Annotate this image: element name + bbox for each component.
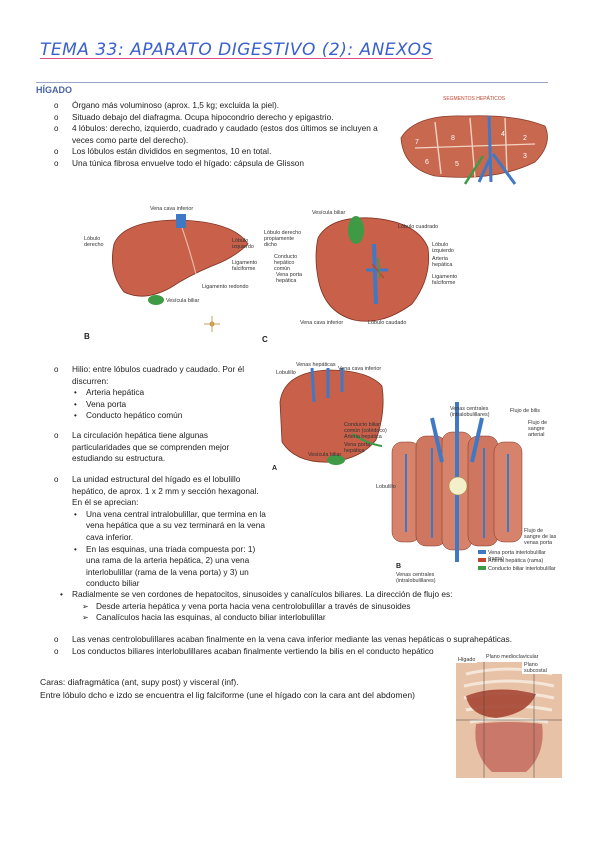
label-vesicula-biliar: Vesícula biliar (308, 452, 342, 458)
divider (36, 82, 548, 83)
circulation-list: La circulación hepática tiene algunas pa… (54, 430, 264, 465)
abdomen-figure: Hígado Plano medioclavicular Plano subco… (456, 654, 562, 778)
list-item: Las venas centrolobulillares acaban fina… (54, 634, 574, 646)
label-lobulo-derecho: Lóbulo derecho (84, 236, 104, 248)
legend-porta: Vena porta interlobulillar (rama) (488, 550, 546, 562)
list-item: Conducto hepático común (72, 410, 264, 422)
list-item: En las esquinas, una triada compuesta po… (72, 544, 270, 590)
figure-letter: B (84, 332, 90, 341)
label-conducto-hepatico: Conducto hepático común (274, 254, 298, 272)
list-item: 4 lóbulos: derecho, izquierdo, cuadrado … (54, 123, 394, 146)
segments-illustration: 7 8 6 5 4 2 3 (400, 115, 548, 185)
figure-letter: B (396, 563, 401, 570)
label-vesicula-biliar: Vesícula biliar (312, 210, 346, 216)
lobule-list: La unidad estructural del hígado es el l… (54, 474, 270, 590)
label-lobulo-izquierdo: Lóbulo izquierdo (232, 238, 254, 250)
label-ligamento-redondo: Ligamento redondo (202, 284, 249, 290)
label-colédoco: Conducto biliar común (colédoco) (344, 422, 387, 434)
svg-text:4: 4 (501, 131, 505, 138)
abdomen-illustration (456, 662, 562, 778)
lobule-illustration: A B (272, 367, 523, 570)
label-venas-centrales: Venas centrales (intralobulillares) (450, 406, 490, 418)
legend-arteria: Arteria hepática (rama) (488, 558, 544, 564)
label-plano-subcostal: Plano subcostal (522, 662, 562, 674)
label-lobulo-izquierdo: Lóbulo izquierdo (432, 242, 454, 254)
label-vena-cava: Vena cava inferior (150, 206, 194, 212)
hilio-list: Hilio: entre lóbulos cuadrado y caudado.… (54, 364, 264, 422)
figure-title: SEGMENTOS HEPÁTICOS (443, 96, 506, 102)
label-vena-cava: Vena cava inferior (300, 320, 344, 326)
label-ligamento-falciforme: Ligamento falciforme (232, 260, 258, 272)
list-item: Arteria hepática (72, 387, 264, 399)
svg-text:8: 8 (451, 135, 455, 142)
faces-note: Caras: diafragmática (ant, supy post) y … (40, 676, 445, 702)
list-item: Los conductos biliares interlobulillares… (54, 646, 574, 658)
list-item: Situado debajo del diafragma. Ocupa hipo… (54, 112, 394, 124)
falciforme-line: Entre lóbulo dcho e izdo se encuentra el… (40, 690, 416, 700)
label-lobulillo: Lobulillo (276, 370, 296, 376)
liver-visceral-figure: C Vesícula biliar Lóbulo cuadrado Lóbulo… (262, 208, 462, 348)
section-heading: HÍGADO (36, 85, 72, 95)
svg-text:5: 5 (455, 161, 459, 168)
label-lobulo-cuadrado: Lóbulo cuadrado (398, 224, 439, 230)
label-higado: Hígado (456, 657, 478, 663)
figure-letter: C (262, 335, 268, 344)
label-lobulillo: Lobulillo (376, 484, 396, 490)
label-ligamento-falciforme: Ligamento falciforme (432, 274, 458, 286)
label-vena-porta: Vena porta hepática (276, 272, 303, 284)
list-item: Vena porta (72, 399, 264, 411)
list-item: Canalículos hacia las esquinas, al condu… (82, 612, 538, 624)
label-flujo-porta: Flujo de sangre de las venas porta (524, 528, 557, 546)
lobule-figure: A B Venas hepáticas Lobulillo Vena cava … (272, 362, 562, 584)
legend-conducto: Conducto biliar interlobulillar (488, 566, 556, 572)
label-plano-medioclavicular: Plano medioclavicular (484, 654, 541, 660)
label-vena-porta: Vena porta hepática (344, 442, 371, 454)
liver-anterior-figure: B Vena cava inferior Lóbulo derecho Lóbu… (84, 204, 260, 344)
label-vena-cava: Vena cava inferior (338, 366, 382, 372)
list-item: La unidad estructural del hígado es el l… (54, 474, 270, 590)
svg-text:6: 6 (425, 159, 429, 166)
svg-text:2: 2 (523, 135, 527, 142)
segments-figure: SEGMENTOS HEPÁTICOS 7 8 6 5 4 2 3 (395, 96, 555, 188)
list-item: Los lóbulos están divididos en segmentos… (54, 146, 394, 158)
label-lobulo-derecho: Lóbulo derecho propiamente dicho (264, 230, 302, 248)
final-list: Las venas centrolobulillares acaban fina… (54, 634, 574, 657)
svg-text:7: 7 (415, 139, 419, 146)
intro-list: Órgano más voluminoso (aprox. 1,5 kg; ex… (54, 100, 394, 170)
label-arteria-hepatica: Arteria hepática (344, 434, 382, 440)
liver-visceral-illustration: C (262, 216, 430, 344)
list-item: Órgano más voluminoso (aprox. 1,5 kg; ex… (54, 100, 394, 112)
label-flujo-sangre-arterial: Flujo de sangre arterial (528, 420, 548, 438)
faces-line: Caras: diafragmática (ant, supy post) y … (40, 677, 239, 687)
list-item: Radialmente se ven cordones de hepatocit… (58, 589, 538, 624)
flow-list: Radialmente se ven cordones de hepatocit… (58, 589, 538, 624)
label-venas-hepaticas: Venas hepáticas (296, 362, 336, 368)
page-title: TEMA 33: APARATO DIGESTIVO (2): ANEXOS (40, 40, 433, 60)
list-item: Una túnica fibrosa envuelve todo el híga… (54, 158, 394, 170)
svg-text:3: 3 (523, 153, 527, 160)
liver-anterior-illustration: B (84, 214, 249, 341)
label-venas-centrales: Venas centrales (intralobulillares) (396, 572, 436, 584)
list-item: La circulación hepática tiene algunas pa… (54, 430, 264, 465)
list-item: Hilio: entre lóbulos cuadrado y caudado.… (54, 364, 264, 422)
label-lobulo-caudado: Lóbulo caudado (368, 320, 407, 326)
label-vesicula-biliar: Vesícula biliar (166, 298, 200, 304)
list-item: Una vena central intralobulillar, que te… (72, 509, 270, 544)
label-arteria-hepatica: Arteria hepática (432, 256, 453, 268)
figure-letter: A (272, 465, 277, 472)
label-flujo-bilis: Flujo de bilis (510, 408, 540, 414)
list-item: Desde arteria hepática y vena porta haci… (82, 601, 538, 613)
